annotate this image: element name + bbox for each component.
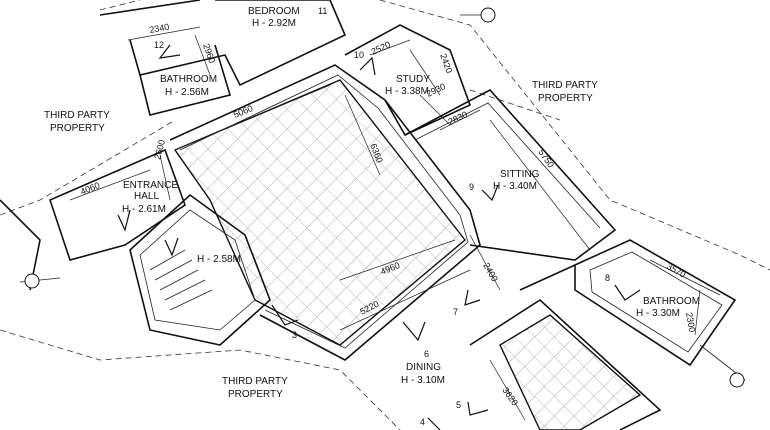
- view-mark-stair: [164, 237, 179, 257]
- living-slab-hatch: [173, 79, 466, 346]
- walls: [0, 0, 737, 430]
- third-party-left-line2: PROPERTY: [50, 123, 105, 134]
- room-name-entrance-line1: ENTRANCE: [123, 180, 178, 191]
- room-number-sitting: 9: [469, 182, 474, 192]
- room-name-bedroom: BEDROOM: [248, 6, 300, 17]
- room-height-study: H - 3.38M: [385, 86, 429, 97]
- third-party-bottom-line1: THIRD PARTY: [222, 376, 288, 387]
- dim-2520: 2520: [370, 39, 392, 57]
- section-marker-top: [480, 7, 496, 23]
- room-name-dining: DINING: [406, 362, 441, 373]
- room-name-sitting: SITTING: [500, 169, 540, 180]
- third-party-right-line2: PROPERTY: [538, 93, 593, 104]
- room-number-bathroom-top: 12: [154, 40, 164, 50]
- room-number-bathroom-right: 8: [605, 273, 610, 283]
- room-name-study: STUDY: [396, 74, 430, 85]
- room-height-bathroom-right: H - 3.30M: [636, 308, 680, 319]
- room-height-bathroom-top: H - 2.56M: [165, 87, 209, 98]
- view-mark-bathroom-top: [158, 44, 181, 59]
- third-party-left-line1: THIRD PARTY: [44, 110, 110, 121]
- view-mark-entrance: [117, 209, 131, 232]
- marker-number-7: 7: [453, 307, 458, 317]
- view-mark-5: [467, 401, 489, 416]
- view-mark-4: [427, 417, 441, 430]
- dim-4060: 4060: [79, 180, 101, 197]
- dim-3620: 3620: [500, 385, 520, 407]
- room-number-study: 10: [354, 50, 364, 60]
- view-mark-6: [402, 321, 426, 342]
- room-height-dining: H - 3.10M: [401, 375, 445, 386]
- dimension-lines: [69, 26, 721, 421]
- room-height-entrance: H - 2.61M: [122, 204, 166, 215]
- view-marks: [117, 44, 641, 430]
- dim-2340: 2340: [149, 22, 170, 35]
- third-party-bottom-line2: PROPERTY: [228, 389, 283, 400]
- marker-number-4: 4: [420, 417, 425, 427]
- dim-2400: 2400: [481, 261, 500, 283]
- view-mark-study: [359, 56, 376, 76]
- view-mark-sitting: [481, 184, 499, 202]
- section-marker-left: [24, 273, 40, 289]
- view-mark-3: [271, 304, 299, 326]
- third-party-right-line1: THIRD PARTY: [532, 80, 598, 91]
- section-marker-right: [729, 372, 745, 388]
- room-height-stair: H - 2.58M: [197, 254, 241, 265]
- view-mark-8: [614, 284, 641, 301]
- view-mark-7: [464, 289, 481, 306]
- marker-number-5: 5: [456, 400, 461, 410]
- dim-2300: 2300: [684, 312, 697, 333]
- room-number-dining: 6: [424, 349, 429, 359]
- lower-slab-hatch: [499, 314, 642, 430]
- section-markers: [19, 7, 746, 388]
- room-name-bathroom-top: BATHROOM: [160, 74, 217, 85]
- room-number-bedroom: 11: [318, 6, 327, 16]
- room-height-bedroom: H - 2.92M: [252, 18, 296, 29]
- room-height-sitting: H - 3.40M: [493, 181, 537, 192]
- room-name-entrance-line2: HALL: [134, 191, 159, 202]
- dim-5750: 5750: [536, 147, 556, 169]
- room-name-bathroom-right: BATHROOM: [643, 296, 700, 307]
- marker-number-3: 3: [292, 330, 297, 340]
